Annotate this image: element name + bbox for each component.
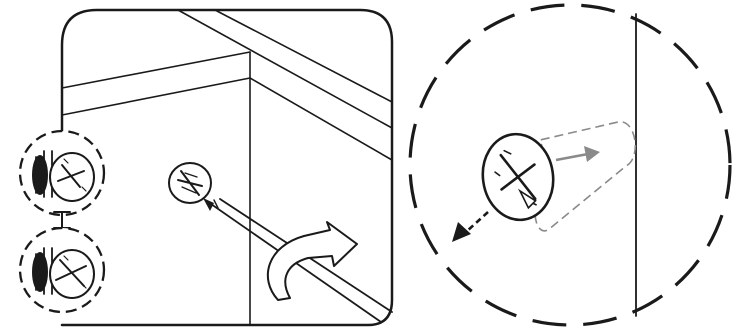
direction-arrow-icon (452, 212, 488, 242)
cabinet-panel (20, 10, 392, 325)
cam-fitting-top (20, 131, 104, 215)
rotate-arrow-icon (268, 222, 357, 300)
cam-lock-icon (477, 130, 558, 225)
rail-edge-inner (215, 10, 392, 102)
shelf-edge-upper (62, 52, 250, 88)
detail-panel (410, 5, 730, 325)
detail-circle (410, 5, 730, 325)
cam-fitting-bottom (20, 228, 104, 312)
shelf-edge-lower (62, 78, 250, 115)
rail-edge-upper (178, 10, 392, 128)
direction-arrow-icon (556, 146, 600, 162)
cam-lock-icon (169, 163, 211, 203)
panel-frame (62, 10, 392, 325)
